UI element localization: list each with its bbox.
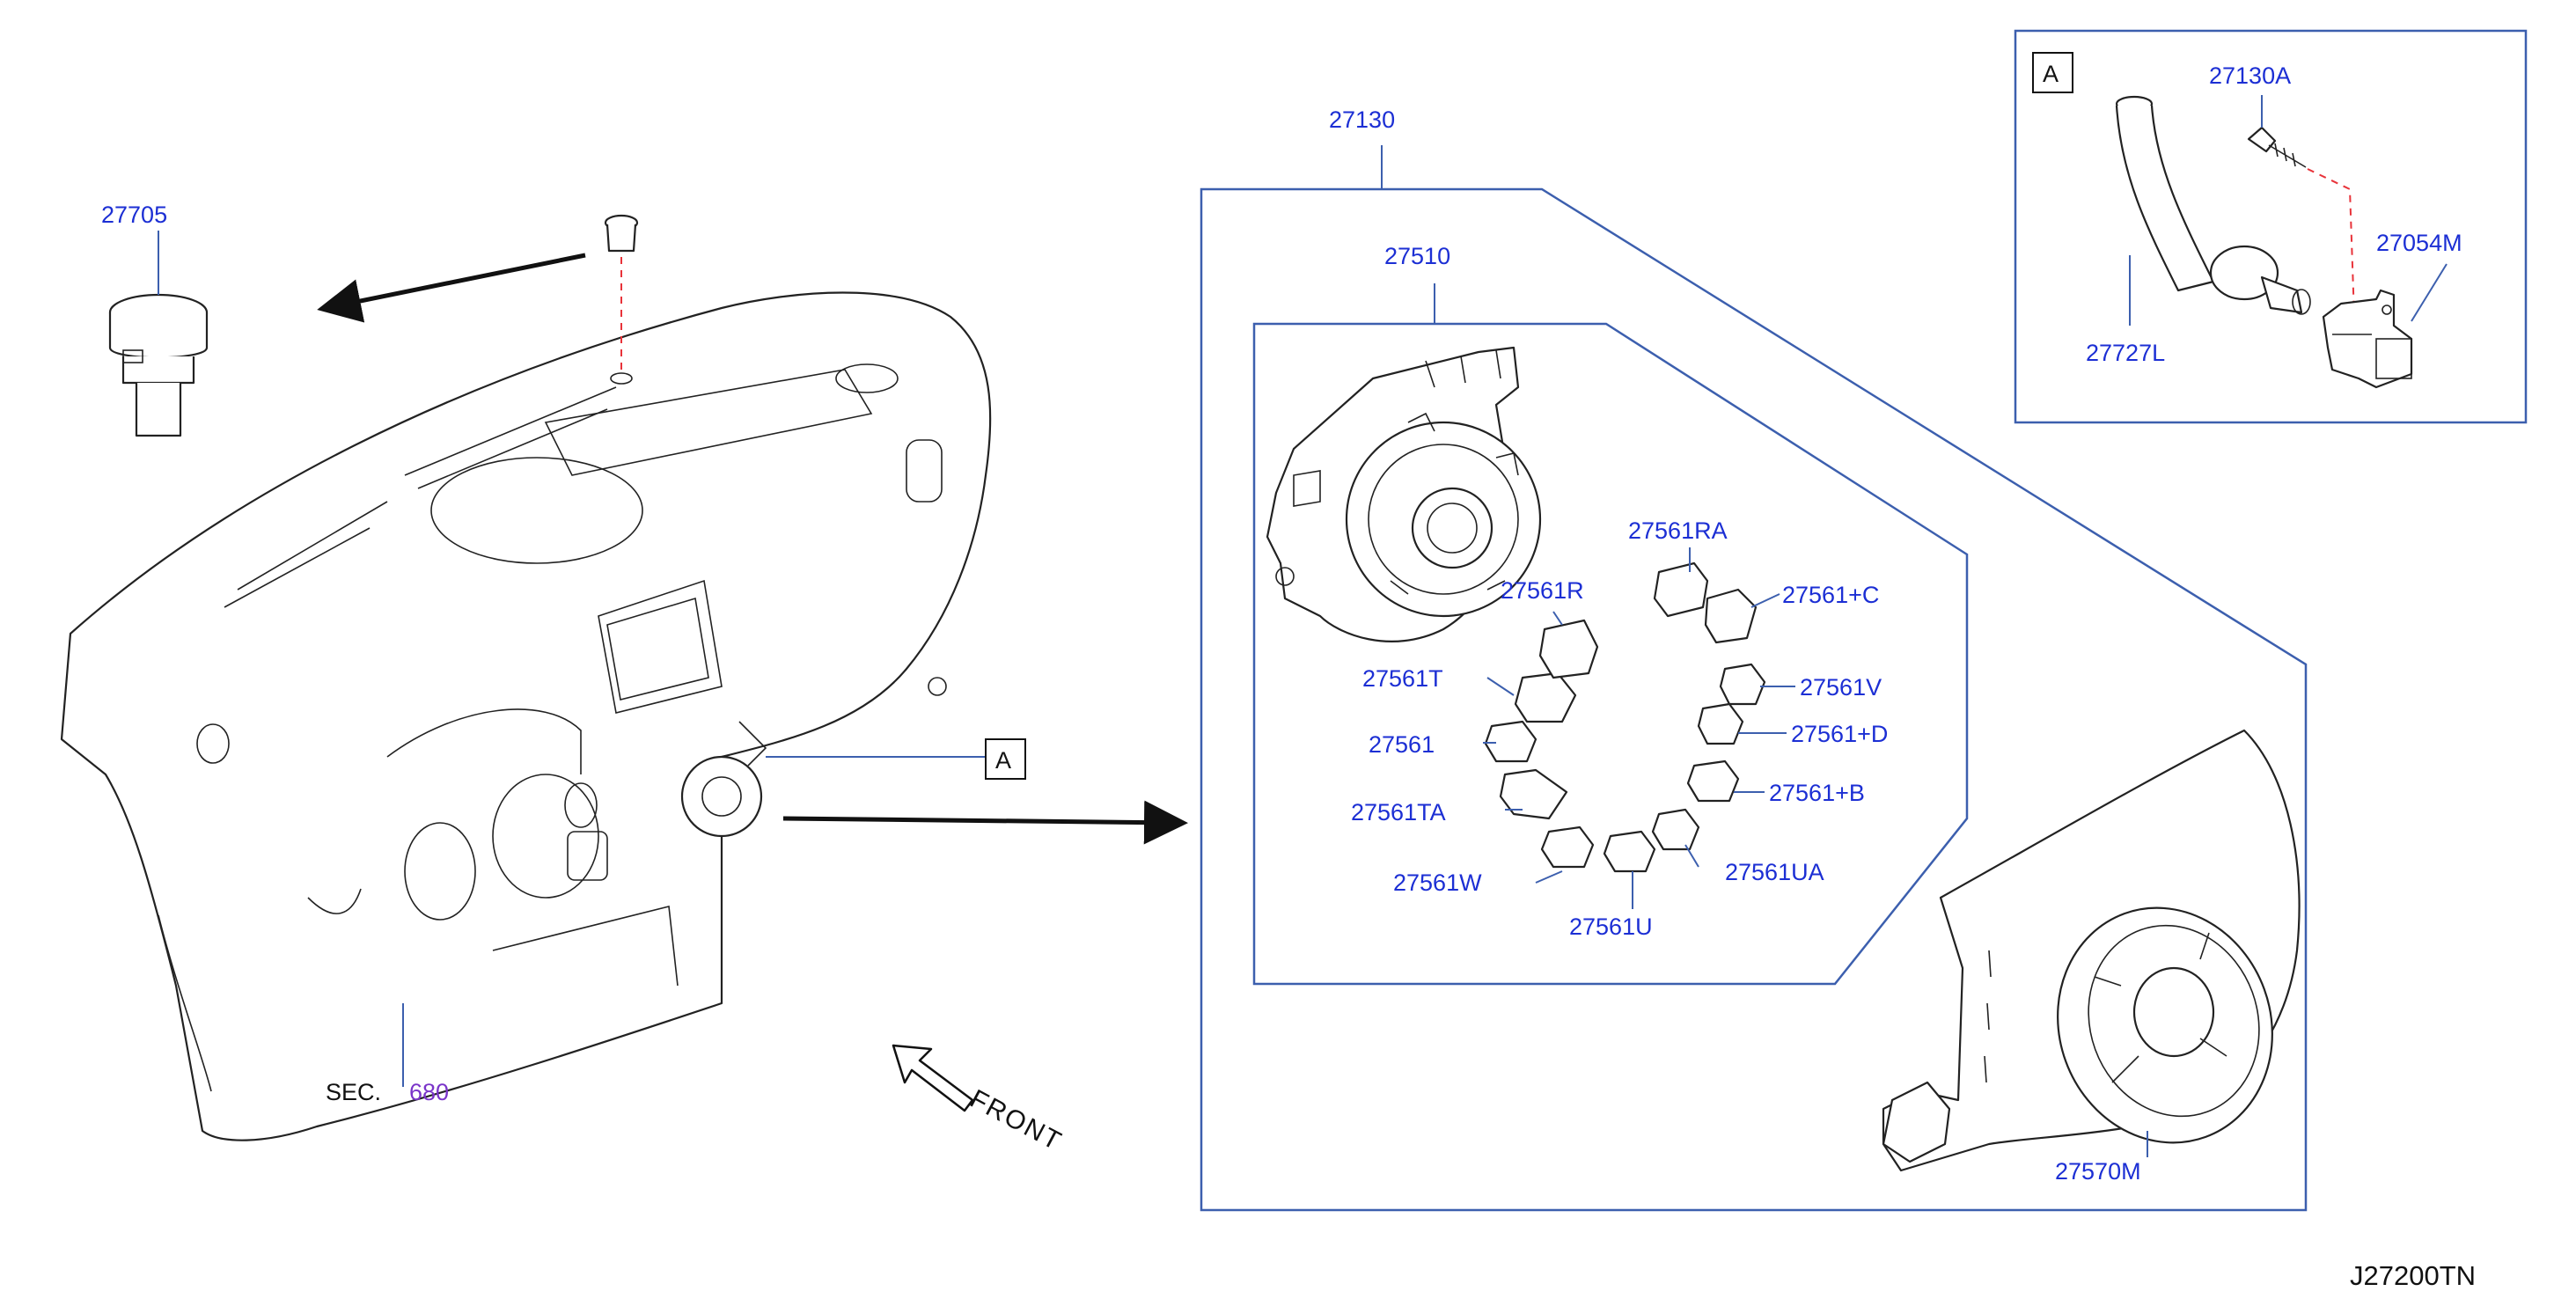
part-27727L-label[interactable]: 27727L <box>2086 340 2165 366</box>
part-27510-label[interactable]: 27510 <box>1384 243 1450 269</box>
part-27705-label[interactable]: 27705 <box>101 202 167 228</box>
sensor-27054M-drawing <box>2322 289 2413 389</box>
assembly-27130-frame <box>1200 145 2308 1212</box>
arrow-to-assembly <box>782 800 1188 845</box>
part-27561R-label[interactable]: 27561R <box>1501 577 1584 604</box>
arrow-to-27705 <box>317 253 586 323</box>
ref-a-inset: A <box>2043 61 2059 87</box>
inset-a-frame <box>2014 29 2528 424</box>
part-27561B-label[interactable]: 27561+B <box>1769 780 1865 806</box>
socket-27705-drawing <box>108 293 209 437</box>
part-27561-label[interactable]: 27561 <box>1369 731 1435 758</box>
part-27561V-label[interactable]: 27561V <box>1800 674 1882 701</box>
assembly-27510-frame <box>1252 283 1969 986</box>
section-label: SEC. <box>326 1079 381 1105</box>
part-27561W-label[interactable]: 27561W <box>1393 869 1482 896</box>
ref-a-main-box <box>985 738 1026 780</box>
part-27130A-label[interactable]: 27130A <box>2209 62 2291 89</box>
part-27561T-label[interactable]: 27561T <box>1362 665 1443 692</box>
part-27561TA-label[interactable]: 27561TA <box>1351 799 1446 825</box>
part-27561U-label[interactable]: 27561U <box>1569 913 1653 940</box>
front-label: FRONT <box>965 1084 1068 1156</box>
clip-part <box>604 214 639 385</box>
part-27054M-label[interactable]: 27054M <box>2376 230 2462 256</box>
drawing-code: J27200TN <box>2350 1260 2476 1291</box>
part-27561RA-label[interactable]: 27561RA <box>1628 517 1728 544</box>
front-arrow-icon <box>892 1044 974 1112</box>
steering-cover-27570M-drawing <box>1882 729 2301 1172</box>
screw-27130A-drawing <box>2247 126 2355 318</box>
instrument-panel-drawing <box>60 291 992 1141</box>
part-27130-label[interactable]: 27130 <box>1329 106 1395 133</box>
hose-27727L-drawing <box>2115 95 2311 315</box>
switch-leaders <box>1483 547 1795 909</box>
section-number[interactable]: 680 <box>409 1079 449 1105</box>
part-27561D-label[interactable]: 27561+D <box>1791 721 1888 747</box>
part-27561UA-label[interactable]: 27561UA <box>1725 859 1824 885</box>
part-27561C-label[interactable]: 27561+C <box>1782 582 1879 608</box>
ref-a-main: A <box>995 747 1011 774</box>
part-27570M-label[interactable]: 27570M <box>2055 1158 2141 1185</box>
switch-buttons-drawing <box>1484 561 1766 873</box>
switch-body-27510-drawing <box>1266 346 1542 642</box>
